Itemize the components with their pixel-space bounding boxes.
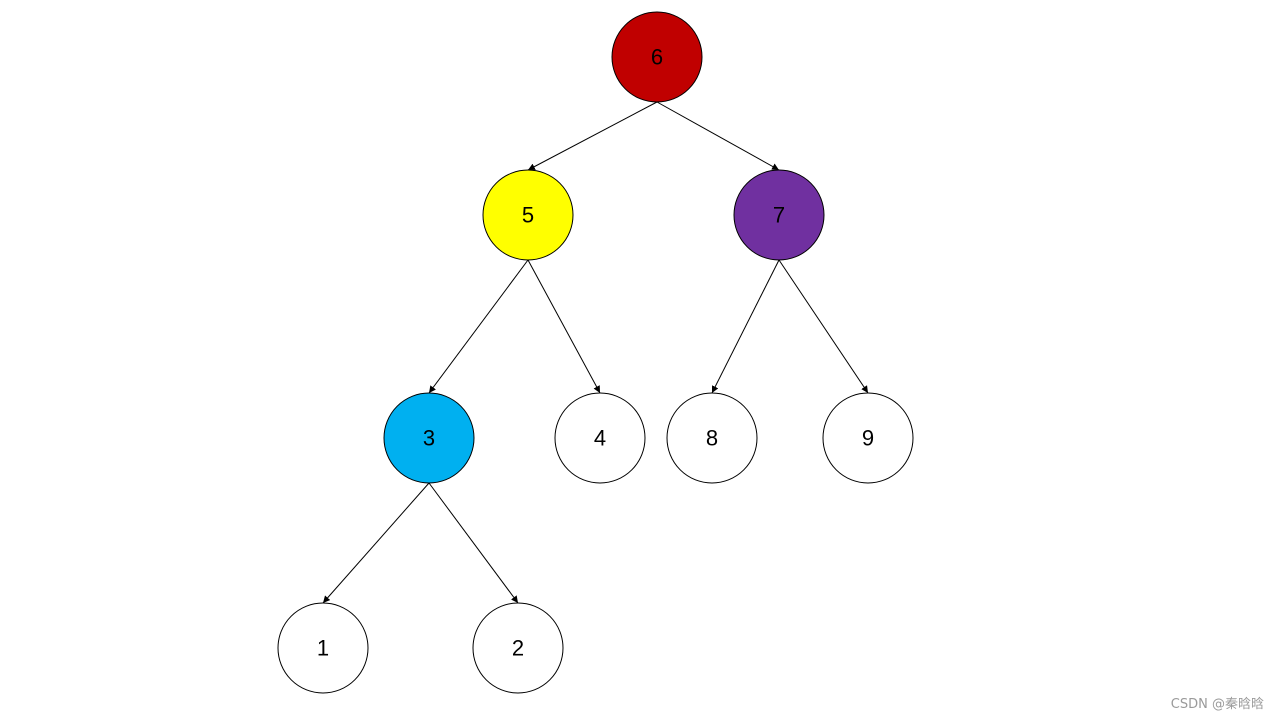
tree-node-3: 3 — [383, 392, 475, 484]
tree-node-7: 7 — [733, 169, 825, 261]
node-label-8: 8 — [706, 426, 718, 451]
tree-node-6: 6 — [611, 11, 703, 103]
edge-3-to-2 — [428, 482, 519, 604]
edge-7-to-9 — [778, 259, 869, 394]
edge-6-to-5 — [527, 101, 658, 171]
tree-node-1: 1 — [277, 602, 369, 694]
tree-node-5: 5 — [482, 169, 574, 261]
edge-3-to-1 — [322, 482, 430, 604]
node-circle-8 — [666, 392, 758, 484]
node-circle-2 — [472, 602, 564, 694]
tree-node-9: 9 — [822, 392, 914, 484]
node-circle-1 — [277, 602, 369, 694]
node-circle-9 — [822, 392, 914, 484]
node-circle-6 — [611, 11, 703, 103]
node-label-7: 7 — [773, 203, 785, 228]
watermark: CSDN @秦晗晗 — [1170, 697, 1264, 712]
edge-7-to-8 — [711, 259, 780, 394]
node-circle-3 — [383, 392, 475, 484]
node-label-3: 3 — [423, 426, 435, 451]
edge-5-to-4 — [527, 259, 601, 394]
tree-node-8: 8 — [666, 392, 758, 484]
edge-5-to-3 — [428, 259, 529, 394]
node-circle-4 — [554, 392, 646, 484]
nodes-layer: 6 5 7 3 4 8 9 1 2 — [277, 11, 914, 694]
node-label-4: 4 — [594, 426, 606, 451]
node-label-2: 2 — [512, 636, 524, 661]
node-circle-5 — [482, 169, 574, 261]
node-label-9: 9 — [862, 426, 874, 451]
node-label-1: 1 — [317, 636, 329, 661]
tree-node-2: 2 — [472, 602, 564, 694]
tree-node-4: 4 — [554, 392, 646, 484]
node-label-6: 6 — [651, 45, 663, 70]
edges-layer — [322, 101, 869, 604]
node-circle-7 — [733, 169, 825, 261]
node-label-5: 5 — [522, 203, 534, 228]
edge-6-to-7 — [656, 101, 780, 171]
